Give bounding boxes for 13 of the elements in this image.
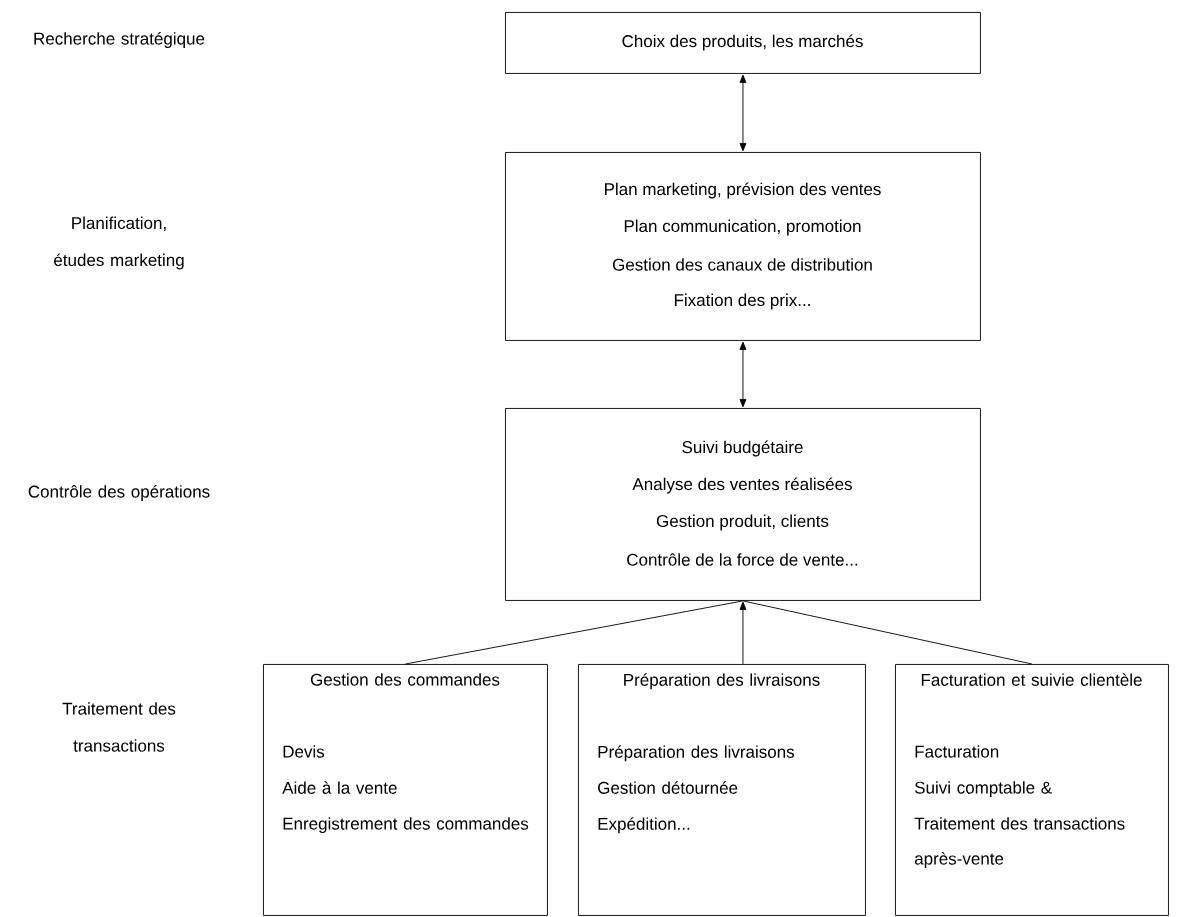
process-box: Choix des produits, les marchés: [505, 12, 981, 74]
arrow: [739, 341, 747, 408]
arrow: [739, 74, 747, 152]
side-label: Planification, études marketing: [54, 216, 184, 270]
process-box: Facturation et suivie clientèle Facturation Suivi comptable & Traitement des transactions après-vente: [895, 664, 1169, 916]
process-box: Préparation des livraisons Préparation des livraisons Gestion détournée Expédition...: [578, 664, 866, 916]
process-box: Plan marketing, prévision des ventes Plan communication, promotion Gestion des canaux de distribution Fixation des prix...: [505, 152, 981, 341]
process-box: Suivi budgétaire Analyse des ventes réalisées Gestion produit, clients Contrôle de la force de vente...: [505, 408, 981, 601]
side-label: Contrôle des opérations: [28, 485, 210, 501]
side-label: Recherche stratégique: [34, 32, 205, 48]
arrow: [739, 601, 747, 665]
side-label: Traitement des transactions: [62, 702, 176, 752]
process-box: Gestion des commandes Devis Aide à la vente Enregistrement des commandes: [263, 664, 548, 916]
